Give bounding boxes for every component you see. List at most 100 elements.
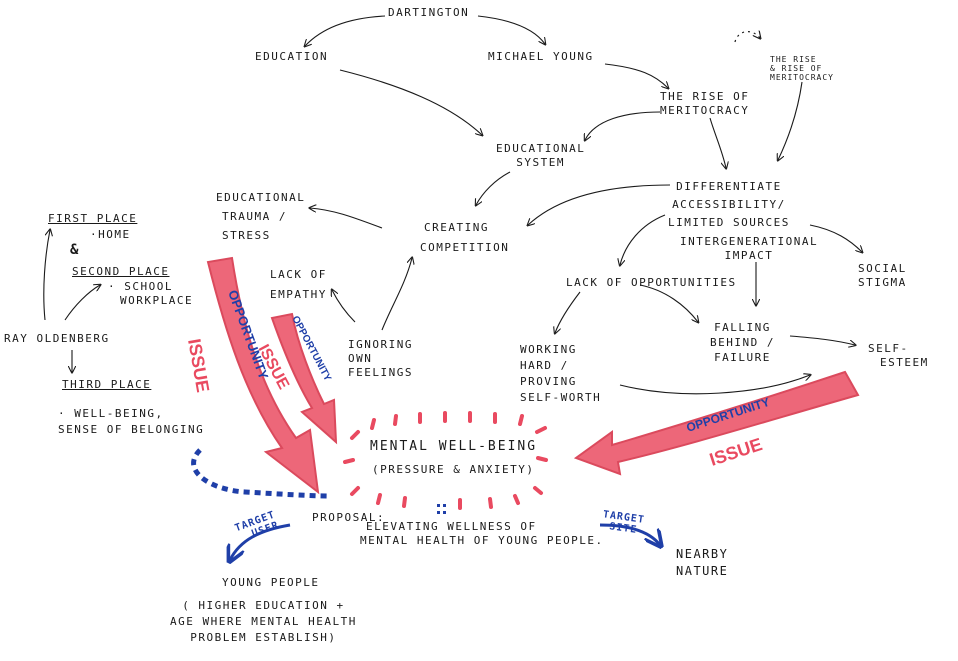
red-arrow-left-small: [270, 312, 338, 445]
node-educational-system: EDUCATIONAL SYSTEM: [496, 142, 585, 170]
node-proposal: PROPOSAL:: [312, 511, 386, 524]
arrow-diff-lack: [620, 214, 666, 265]
node-first-place: FIRST PLACE: [48, 212, 138, 225]
diff-line-1: DIFFERENTIATE: [676, 180, 782, 193]
node-educational-trauma: EDUCATIONAL TRAUMA / STRESS: [216, 188, 305, 245]
esteem-line-2: ESTEEM: [880, 356, 929, 369]
young-desc-line-2: AGE WHERE MENTAL HEALTH: [170, 615, 357, 628]
node-second-place: SECOND PLACE: [72, 265, 170, 278]
node-lack-empathy: LACK OF EMPATHY: [270, 265, 327, 305]
young-desc-line-3: PROBLEM ESTABLISH): [190, 631, 337, 644]
school-line-2: WORKPLACE: [120, 294, 194, 307]
arrow-ray-first: [43, 230, 50, 321]
node-working-hard: WORKING HARD / PROVING SELF-WORTH: [520, 342, 601, 406]
school-line-1: · SCHOOL: [108, 280, 173, 293]
arrow-risesmall-differentiate: [778, 81, 803, 160]
stigma-line-1: SOCIAL: [858, 262, 907, 275]
node-education: EDUCATION: [255, 50, 329, 63]
third-desc-line-2: SENSE OF BELONGING: [58, 423, 205, 436]
competition-line-2: COMPETITION: [420, 241, 510, 254]
red-arrow-left-big: [206, 256, 320, 495]
rise-line-2: MERITOCRACY: [660, 104, 750, 117]
node-third-place-desc: · WELL-BEING, SENSE OF BELONGING: [58, 406, 204, 438]
young-desc-line-1: ( HIGHER EDUCATION +: [182, 599, 345, 612]
trauma-line-3: STRESS: [222, 229, 271, 242]
ignoring-line-3: FEELINGS: [348, 366, 413, 379]
node-young-people-desc: ( HIGHER EDUCATION + AGE WHERE MENTAL HE…: [170, 598, 357, 646]
node-social-stigma: SOCIAL STIGMA: [858, 262, 907, 290]
trauma-line-1: EDUCATIONAL: [216, 191, 306, 204]
emphasis-dashes: [343, 411, 548, 510]
proposal-line-1: ELEVATING WELLNESS OF: [366, 520, 537, 533]
stigma-line-2: STIGMA: [858, 276, 907, 289]
node-rise-meritocracy: THE RISE OF MERITOCRACY: [660, 90, 749, 118]
nature-line-2: NATURE: [676, 564, 729, 578]
arrow-falling-esteem: [789, 335, 855, 345]
red-arrow-right: [573, 370, 860, 476]
arrow-diff-social: [809, 224, 862, 252]
edsys-line-1: EDUCATIONAL: [496, 142, 586, 155]
arrow-dartington-education: [305, 15, 386, 46]
node-nearby-nature: NEARBY NATURE: [676, 546, 728, 580]
node-lack-opportunities: LACK OF OPPORTUNITIES: [566, 276, 737, 289]
rise-small-line-1: THE RISE: [770, 55, 817, 64]
trauma-line-2: TRAUMA /: [222, 210, 287, 223]
node-mental-wellbeing: MENTAL WELL-BEING: [370, 439, 538, 454]
node-rise-small: THE RISE & RISE OF MERITOCRACY: [770, 55, 834, 82]
node-proposal-text: ELEVATING WELLNESS OF MENTAL HEALTH OF Y…: [360, 520, 604, 548]
node-intergenerational: INTERGENERATIONAL IMPACT: [680, 235, 818, 263]
edsys-line-2: SYSTEM: [516, 156, 566, 169]
arrow-lack-falling: [639, 284, 698, 322]
node-pressure-anxiety: (PRESSURE & ANXIETY): [372, 463, 535, 476]
blue-dotted-curve: [191, 448, 331, 499]
node-falling-behind: FALLING BEHIND / FAILURE: [710, 320, 775, 365]
working-line-4: SELF-WORTH: [520, 391, 602, 404]
node-young-people: YOUNG PEOPLE: [222, 576, 320, 589]
inter-line-2: IMPACT: [724, 249, 774, 262]
node-ray-oldenburg: RAY OLDENBERG: [4, 332, 110, 345]
node-home: ·HOME: [90, 228, 131, 241]
node-third-place: THIRD PLACE: [62, 378, 152, 391]
issue-label-1: ISSUE: [184, 337, 213, 394]
arrow-lack-working: [555, 291, 581, 333]
arrow-system-competition: [476, 171, 511, 205]
node-school-workplace: · SCHOOL WORKPLACE: [108, 280, 193, 308]
inter-line-1: INTERGENERATIONAL: [680, 235, 819, 248]
working-line-2: HARD /: [520, 359, 569, 372]
diff-line-2: ACCESSIBILITY/: [672, 198, 786, 211]
ignoring-line-1: IGNORING: [348, 338, 413, 351]
arrow-competition-trauma: [310, 208, 383, 229]
node-michael-young: MICHAEL YOUNG: [488, 50, 594, 63]
node-creating-competition: CREATING COMPETITION: [420, 218, 509, 258]
ignoring-line-2: OWN: [348, 352, 373, 365]
rise-small-line-3: MERITOCRACY: [770, 73, 834, 82]
working-line-3: PROVING: [520, 375, 577, 388]
blue-dots: [437, 504, 446, 514]
node-differentiate: DIFFERENTIATE ACCESSIBILITY/ LIMITED SOU…: [668, 178, 790, 232]
node-ignoring-feelings: IGNORING OWN FEELINGS: [348, 338, 413, 380]
esteem-line-1: SELF-: [868, 342, 909, 355]
rise-small-line-2: & RISE OF: [770, 64, 823, 73]
issue-label-3: ISSUE: [707, 434, 765, 470]
arrow-working-esteem: [619, 375, 810, 395]
arrow-ignoring-empathy: [332, 290, 356, 323]
arrow-ray-second: [64, 285, 100, 321]
falling-line-2: BEHIND /: [710, 336, 775, 349]
rise-line-1: THE RISE OF: [660, 90, 750, 103]
falling-line-1: FALLING: [714, 321, 771, 334]
arrow-diff-competition: [528, 184, 671, 225]
diff-line-3: LIMITED SOURCES: [668, 216, 790, 229]
competition-line-1: CREATING: [424, 221, 489, 234]
empathy-line-1: LACK OF: [270, 268, 327, 281]
third-desc-line-1: · WELL-BEING,: [58, 407, 164, 420]
nature-line-1: NEARBY: [676, 547, 729, 561]
ampersand-mark: &: [70, 242, 80, 258]
arrow-dartington-young: [477, 15, 545, 44]
node-self-esteem: SELF- ESTEEM: [868, 342, 929, 370]
blue-arrow-site: [599, 523, 660, 545]
empathy-line-2: EMPATHY: [270, 288, 327, 301]
arrow-young-rise: [604, 63, 668, 88]
falling-line-3: FAILURE: [714, 351, 771, 364]
arrow-ignoring-competition: [381, 258, 412, 331]
